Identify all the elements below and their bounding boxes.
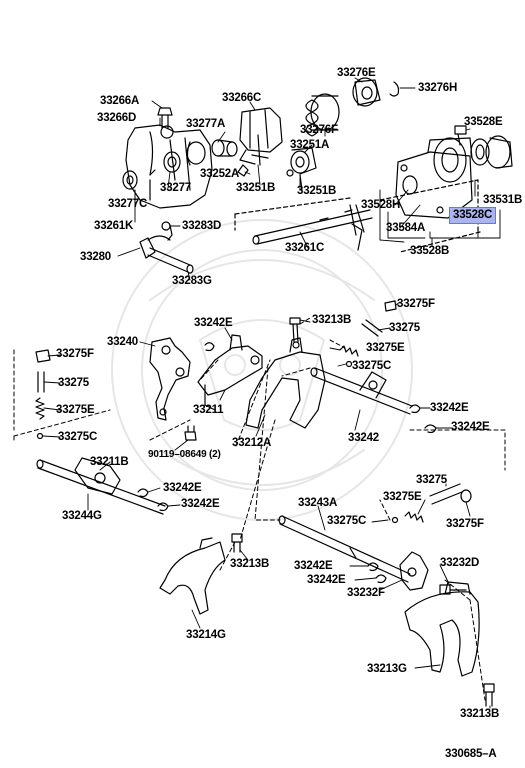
part-label-33243a: 33243A bbox=[298, 497, 338, 509]
part-label-33275e-left: 33275E bbox=[56, 404, 95, 416]
shift-housing-assembly bbox=[122, 107, 238, 209]
pin-33252a bbox=[237, 164, 249, 177]
fork-33213g bbox=[404, 581, 480, 677]
part-label-33275f-mid: 33275F bbox=[446, 518, 484, 530]
shift-shaft-33261c bbox=[252, 204, 373, 251]
part-label-33276f: 33276F bbox=[300, 124, 338, 136]
part-label-33276e: 33276E bbox=[337, 67, 376, 79]
part-label-33275-mid: 33275 bbox=[416, 474, 447, 486]
fork-shaft-33242 bbox=[310, 367, 413, 415]
part-label-33211: 33211 bbox=[193, 404, 224, 416]
part-label-33244g: 33244G bbox=[62, 510, 102, 522]
part-label-33213b-mid: 33213B bbox=[230, 558, 270, 570]
part-label-33211b: 33211B bbox=[90, 456, 129, 468]
part-label-33275f-top: 33275F bbox=[397, 298, 435, 310]
part-label-33252a: 33252A bbox=[200, 168, 240, 180]
watermark-emblem-icon bbox=[111, 219, 413, 521]
part-label-33232d: 33232D bbox=[440, 557, 480, 569]
part-label-33214g: 33214G bbox=[186, 629, 226, 641]
part-label-33275e-mid: 33275E bbox=[383, 491, 422, 503]
part-label-33251b-a: 33251B bbox=[236, 182, 276, 194]
part-label-33275-top: 33275 bbox=[389, 322, 420, 334]
roller-33251 bbox=[286, 147, 317, 191]
leader-lines bbox=[42, 77, 491, 709]
part-label-33212a: 33212A bbox=[232, 437, 272, 449]
part-label-33213b-top: 33213B bbox=[312, 314, 352, 326]
part-label-33242e-r1: 33242E bbox=[430, 402, 469, 414]
part-label-33213b-bot: 33213B bbox=[460, 708, 500, 720]
part-label-33251a: 33251A bbox=[290, 139, 330, 151]
part-label-33242e-b1: 33242E bbox=[294, 560, 333, 572]
part-label-33528b: 33528B bbox=[410, 245, 450, 257]
part-label-33275c-left: 33275C bbox=[58, 431, 98, 443]
fork-33212a bbox=[245, 337, 326, 429]
part-label-33276h: 33276H bbox=[418, 82, 458, 94]
part-label-33213g: 33213G bbox=[367, 663, 407, 675]
part-label-33242e-r2: 33242E bbox=[451, 421, 490, 433]
part-label-33251b-b: 33251B bbox=[297, 185, 337, 197]
part-label-33528h: 33528H bbox=[361, 199, 401, 211]
arm-33211 bbox=[197, 334, 263, 411]
part-label-33280: 33280 bbox=[80, 251, 111, 263]
part-label-33242e-top: 33242E bbox=[194, 317, 233, 329]
part-label-33275-left: 33275 bbox=[58, 377, 89, 389]
part-label-33275e-top: 33275E bbox=[366, 342, 405, 354]
part-label-33277c: 33277C bbox=[108, 198, 148, 210]
part-label-33275c-mid: 33275C bbox=[327, 515, 367, 527]
part-label-33275c-top: 33275C bbox=[352, 360, 392, 372]
part-label-33232f: 33232F bbox=[347, 587, 385, 599]
part-label-33283g: 33283G bbox=[172, 275, 212, 287]
shift-shaft-33244g bbox=[36, 457, 166, 515]
part-label-33275f-left: 33275F bbox=[56, 348, 94, 360]
part-label-33261k: 33261K bbox=[94, 220, 134, 232]
cap-33276e bbox=[352, 77, 381, 107]
lever-shaft-33280 bbox=[139, 224, 194, 274]
part-label-33242e-m2: 33242E bbox=[181, 498, 220, 510]
group-bracket-lines bbox=[387, 209, 501, 246]
fork-33214g bbox=[159, 537, 226, 615]
part-label-33266c: 33266C bbox=[222, 92, 262, 104]
part-label-33283d: 33283D bbox=[182, 220, 222, 232]
part-label-33528e: 33528E bbox=[464, 116, 503, 128]
part-label-33242e-m1: 33242E bbox=[163, 482, 202, 494]
part-label-33242e-b2: 33242E bbox=[307, 574, 346, 586]
part-label-90119-08649: 90119–08649 (2) bbox=[148, 449, 221, 460]
lever-33240 bbox=[149, 337, 191, 421]
part-label-33584a: 33584A bbox=[386, 222, 426, 234]
part-label-33277a: 33277A bbox=[186, 118, 226, 130]
bracket-33266c bbox=[239, 107, 283, 166]
part-label-33277: 33277 bbox=[160, 182, 191, 194]
part-label-33266d: 33266D bbox=[97, 112, 137, 124]
part-label-33261c: 33261C bbox=[285, 242, 325, 254]
part-label-33531b: 33531B bbox=[483, 194, 523, 206]
part-label-33528c-highlighted[interactable]: 33528C bbox=[448, 207, 497, 224]
clip-33276h bbox=[389, 81, 400, 97]
diagram-number: 330685–A bbox=[445, 748, 497, 760]
part-label-33266a: 33266A bbox=[100, 95, 140, 107]
part-label-33240: 33240 bbox=[107, 336, 138, 348]
part-label-33242: 33242 bbox=[348, 432, 379, 444]
